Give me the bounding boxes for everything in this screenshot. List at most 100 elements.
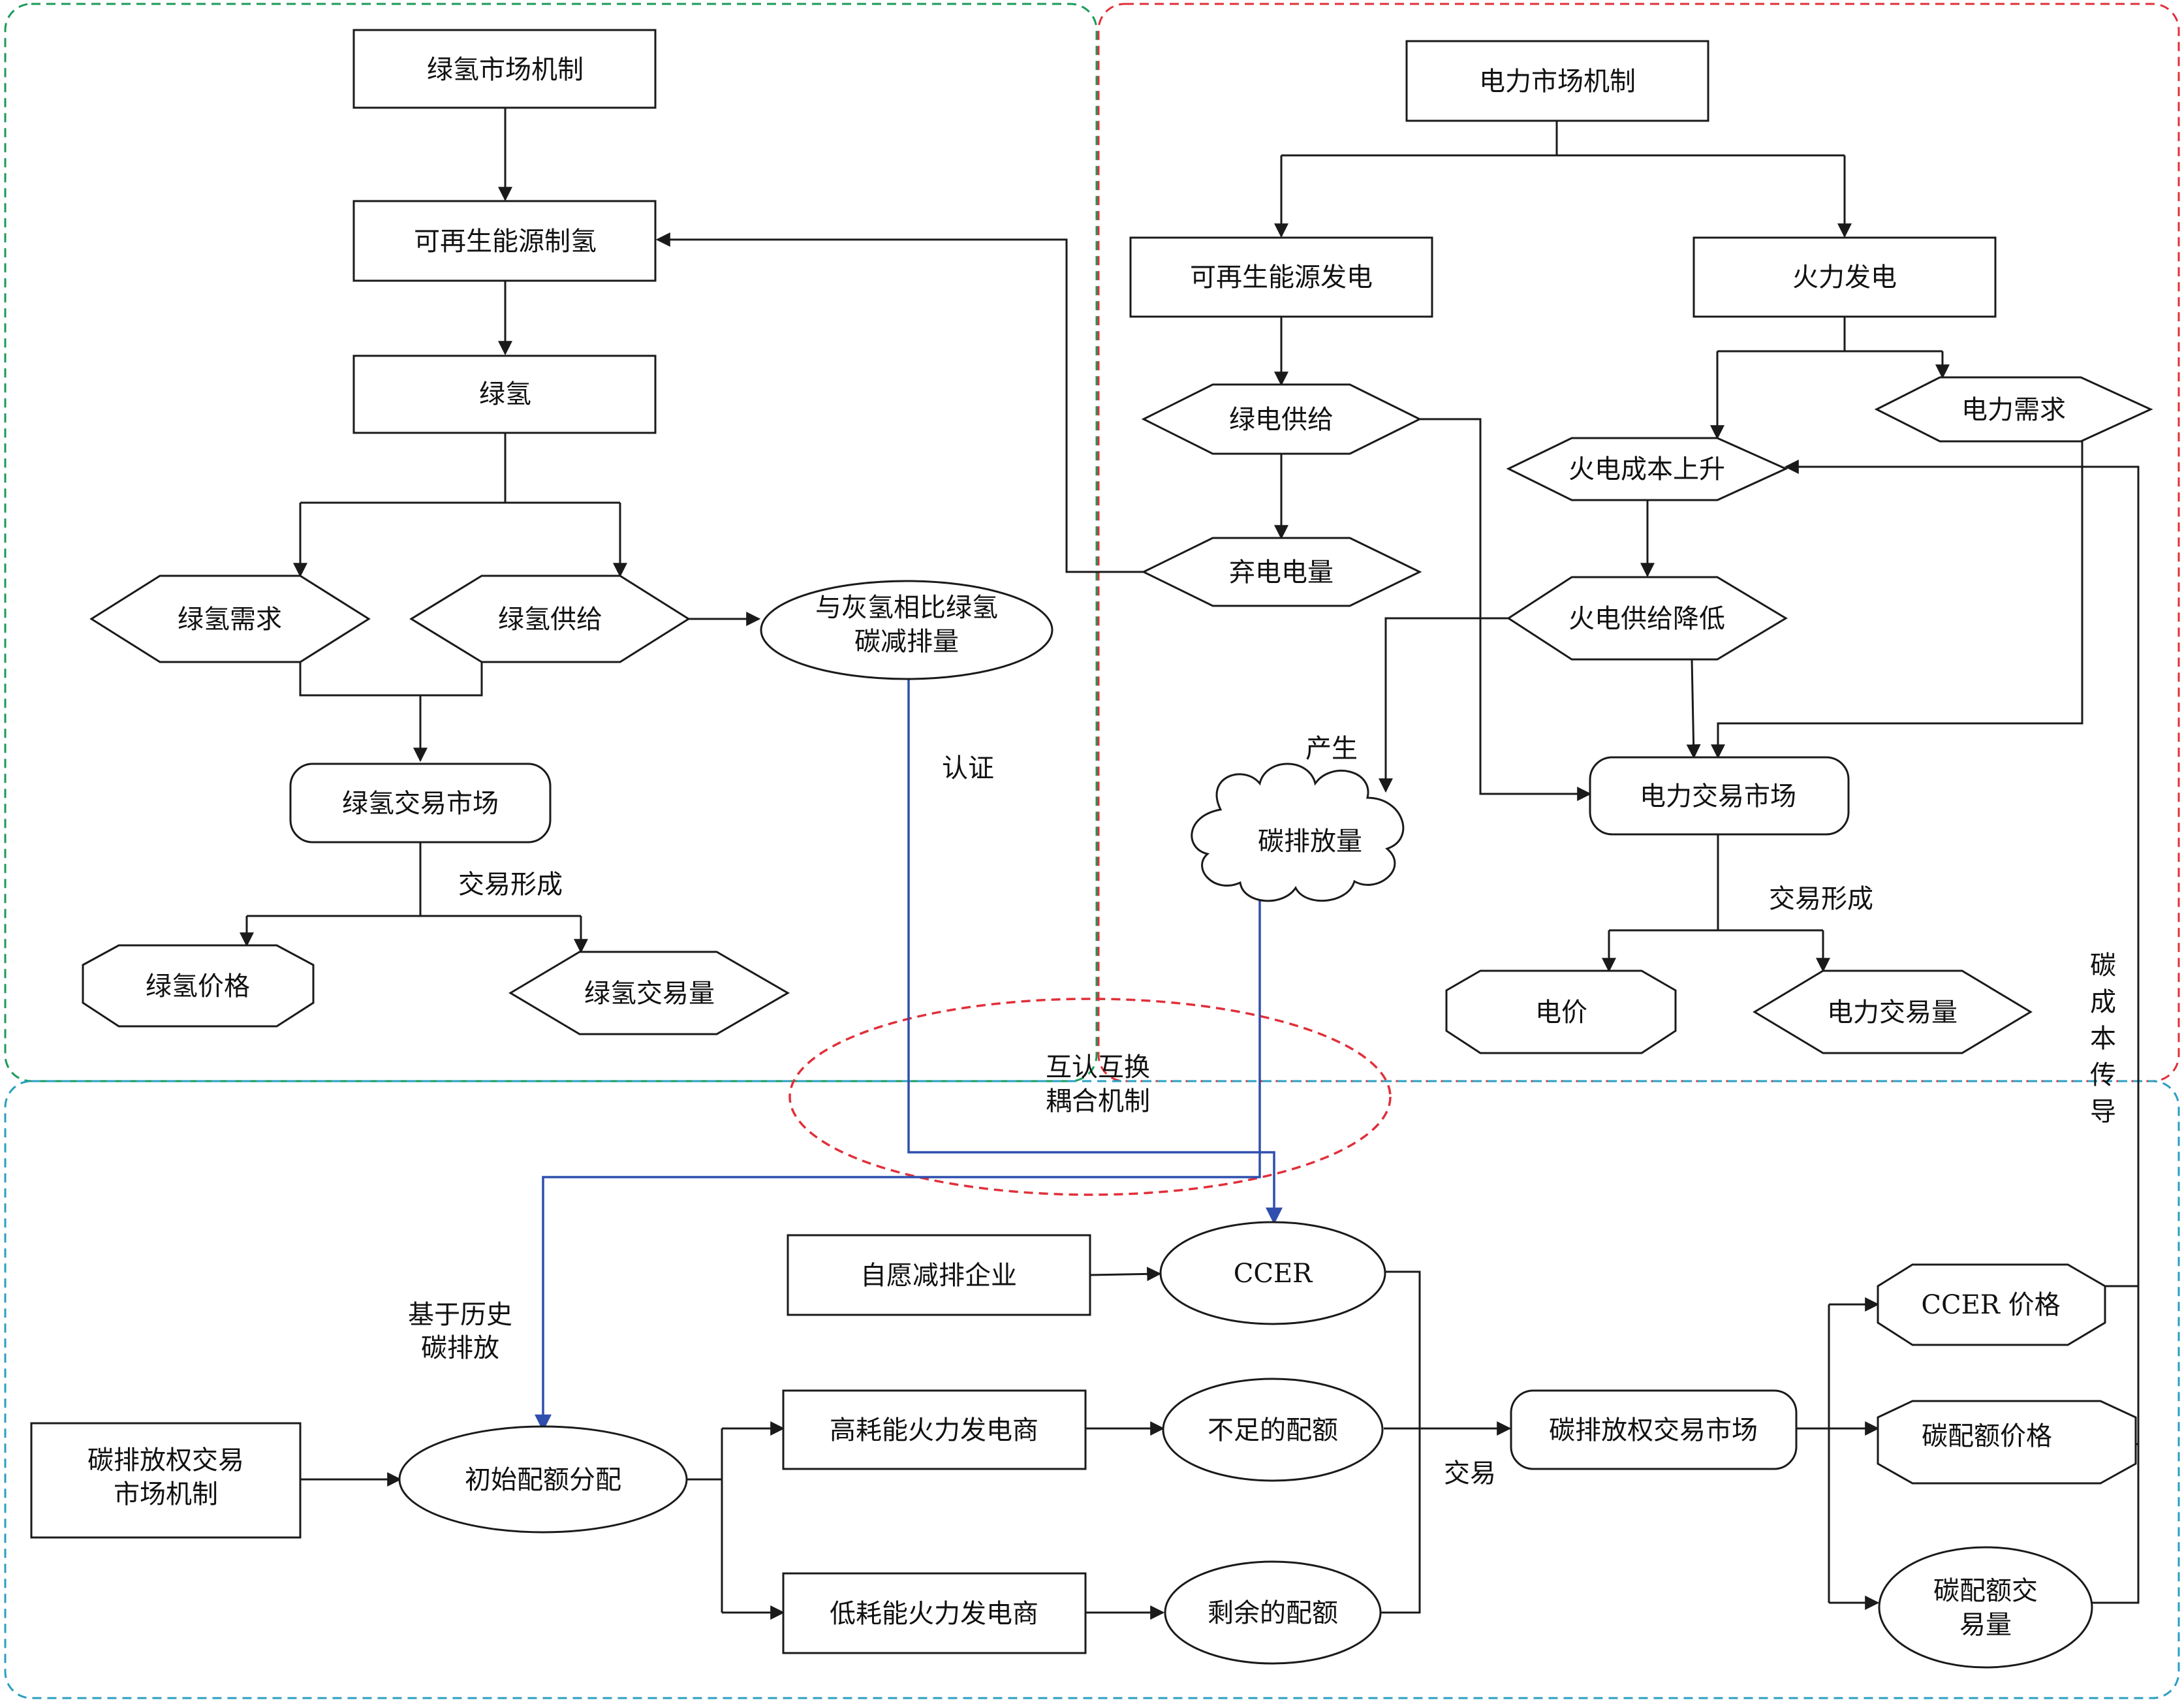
label-power-supply-down: 火电供给降低: [1568, 604, 1725, 634]
label-carbon-volume-line2: 易量: [1959, 1610, 2012, 1640]
label-carbon-surplus: 剩余的配额: [1208, 1598, 1338, 1628]
label-carbon-cost-0: 碳: [2090, 951, 2116, 981]
coupling-ellipse: [788, 998, 1392, 1196]
node-green-mechanism: [352, 29, 657, 109]
label-carbon-shortage: 不足的配额: [1208, 1415, 1338, 1445]
arrow-voluntary-to-ccer: [1089, 1267, 1162, 1282]
labels: 绿氢市场机制 可再生能源制氢 绿氢 绿氢需求 绿氢供给 与灰氢相比绿氢 碳减排量…: [87, 55, 2116, 1640]
arrow-demand-supply-merge: [299, 662, 483, 761]
label-carbon-volume-line1: 碳配额交: [1933, 1576, 2038, 1606]
label-carbon-ccer-price: CCER 价格: [1921, 1290, 2060, 1320]
label-power-emission: 碳排放量: [1258, 827, 1362, 857]
node-green-supply: [409, 575, 691, 663]
node-green-reduction: [760, 580, 1053, 680]
label-green-mechanism: 绿氢市场机制: [427, 55, 584, 85]
node-power-demand: [1874, 376, 2153, 443]
label-carbon-low: 低耗能火力发电商: [830, 1599, 1038, 1629]
label-green-hydrogen: 绿氢: [479, 379, 531, 409]
label-carbon-ccer: CCER: [1234, 1259, 1313, 1289]
node-green-demand: [89, 575, 371, 663]
carbon-region: [4, 1080, 2180, 1699]
label-carbon-history-line1: 基于历史: [408, 1300, 512, 1330]
label-carbon-cost-1: 成: [2090, 987, 2116, 1017]
arrow-reduction-certify-to-ccer: [907, 679, 1283, 1225]
node-power-curtail: [1141, 537, 1422, 607]
node-carbon-ccer: [1159, 1221, 1386, 1325]
label-green-trade-formed: 交易形成: [458, 870, 563, 900]
label-power-demand: 电力需求: [1961, 395, 2066, 425]
node-green-production: [352, 200, 657, 282]
arrow-carbon-cost-to-cost-up: [1784, 460, 2140, 1287]
arrow-supply-down-to-market: [1686, 659, 1701, 759]
node-carbon-initial: [398, 1425, 688, 1534]
node-carbon-volume: [1878, 1546, 2093, 1669]
label-carbon-quota-price: 碳配额价格: [1922, 1421, 2052, 1451]
label-carbon-initial: 初始配额分配: [465, 1465, 621, 1495]
label-carbon-cost-3: 传: [2090, 1060, 2116, 1090]
label-green-market: 绿氢交易市场: [342, 789, 499, 819]
label-power-cost-up: 火电成本上升: [1568, 454, 1725, 484]
label-power-volume: 电力交易量: [1827, 998, 1958, 1028]
node-power-green-supply: [1141, 383, 1422, 455]
label-green-production: 可再生能源制氢: [414, 227, 597, 257]
label-power-thermal: 火力发电: [1792, 262, 1897, 292]
label-power-price: 电价: [1535, 998, 1587, 1028]
node-power-volume: [1753, 969, 2033, 1054]
arrow-curtail-to-production: [655, 232, 1144, 573]
label-power-trade-formed: 交易形成: [1769, 884, 1873, 914]
label-carbon-mechanism-line2: 市场机制: [114, 1479, 218, 1509]
label-carbon-cost-4: 导: [2090, 1097, 2116, 1127]
label-power-renewable: 可再生能源发电: [1190, 262, 1373, 292]
label-green-supply: 绿氢供给: [498, 605, 602, 635]
label-green-reduction-line1: 与灰氢相比绿氢: [815, 593, 998, 623]
node-power-mechanism: [1405, 40, 1709, 122]
arrow-green-supply-to-market: [1420, 418, 1592, 801]
node-power-supply-down: [1506, 576, 1788, 661]
node-carbon-low: [782, 1572, 1087, 1654]
label-coupling-line1: 互认互换: [1046, 1052, 1150, 1082]
label-power-curtail: 弃电电量: [1229, 558, 1334, 588]
arrow-market-split: [247, 842, 581, 917]
node-green-market: [289, 763, 552, 843]
node-power-thermal: [1693, 236, 1997, 318]
node-carbon-mechanism: [30, 1422, 302, 1539]
arrow-thermal-split: [1717, 317, 1942, 353]
arrow-supply-down-to-emission: [1379, 617, 1508, 793]
node-power-emission-cloud: [1191, 763, 1405, 902]
node-carbon-market: [1510, 1389, 1798, 1470]
label-carbon-trade: 交易: [1444, 1458, 1496, 1489]
connectors: [240, 108, 2140, 1620]
label-coupling-certify: 认证: [942, 753, 994, 783]
arrow-hydrogen-split: [300, 433, 620, 504]
label-carbon-cost-2: 本: [2090, 1024, 2116, 1054]
node-green-price: [82, 944, 315, 1028]
green-hydrogen-region: [4, 3, 1098, 1082]
label-power-market: 电力交易市场: [1640, 781, 1796, 812]
label-carbon-mechanism-line1: 碳排放权交易: [87, 1445, 244, 1475]
label-green-volume: 绿氢交易量: [584, 979, 715, 1009]
node-power-renewable: [1129, 236, 1433, 318]
arrow-power-split: [1281, 121, 1845, 157]
node-carbon-ccer-price: [1877, 1263, 2106, 1346]
label-green-reduction-line2: 碳减排量: [854, 627, 959, 657]
label-carbon-voluntary: 自愿减排企业: [860, 1261, 1017, 1291]
label-carbon-high: 高耗能火力发电商: [830, 1415, 1038, 1445]
arrow-quota-merge: [1381, 1270, 1510, 1614]
arrow-initial-split: [687, 1428, 723, 1613]
nodes: [30, 29, 2153, 1669]
node-carbon-shortage: [1162, 1378, 1384, 1482]
arrow-power-market-split: [1609, 834, 1823, 932]
label-green-price: 绿氢价格: [146, 971, 250, 1001]
node-power-market: [1589, 756, 1850, 836]
node-power-price: [1445, 969, 1677, 1054]
node-carbon-quota-price: [1877, 1400, 2137, 1485]
label-green-demand: 绿氢需求: [178, 605, 282, 635]
label-power-green-supply: 绿电供给: [1229, 405, 1334, 435]
label-carbon-history-line2: 碳排放: [421, 1333, 499, 1363]
label-carbon-market: 碳排放权交易市场: [1549, 1415, 1758, 1445]
label-power-mechanism: 电力市场机制: [1479, 67, 1636, 97]
node-carbon-surplus: [1164, 1560, 1382, 1665]
node-carbon-high: [782, 1389, 1087, 1470]
label-power-produce: 产生: [1305, 734, 1358, 764]
